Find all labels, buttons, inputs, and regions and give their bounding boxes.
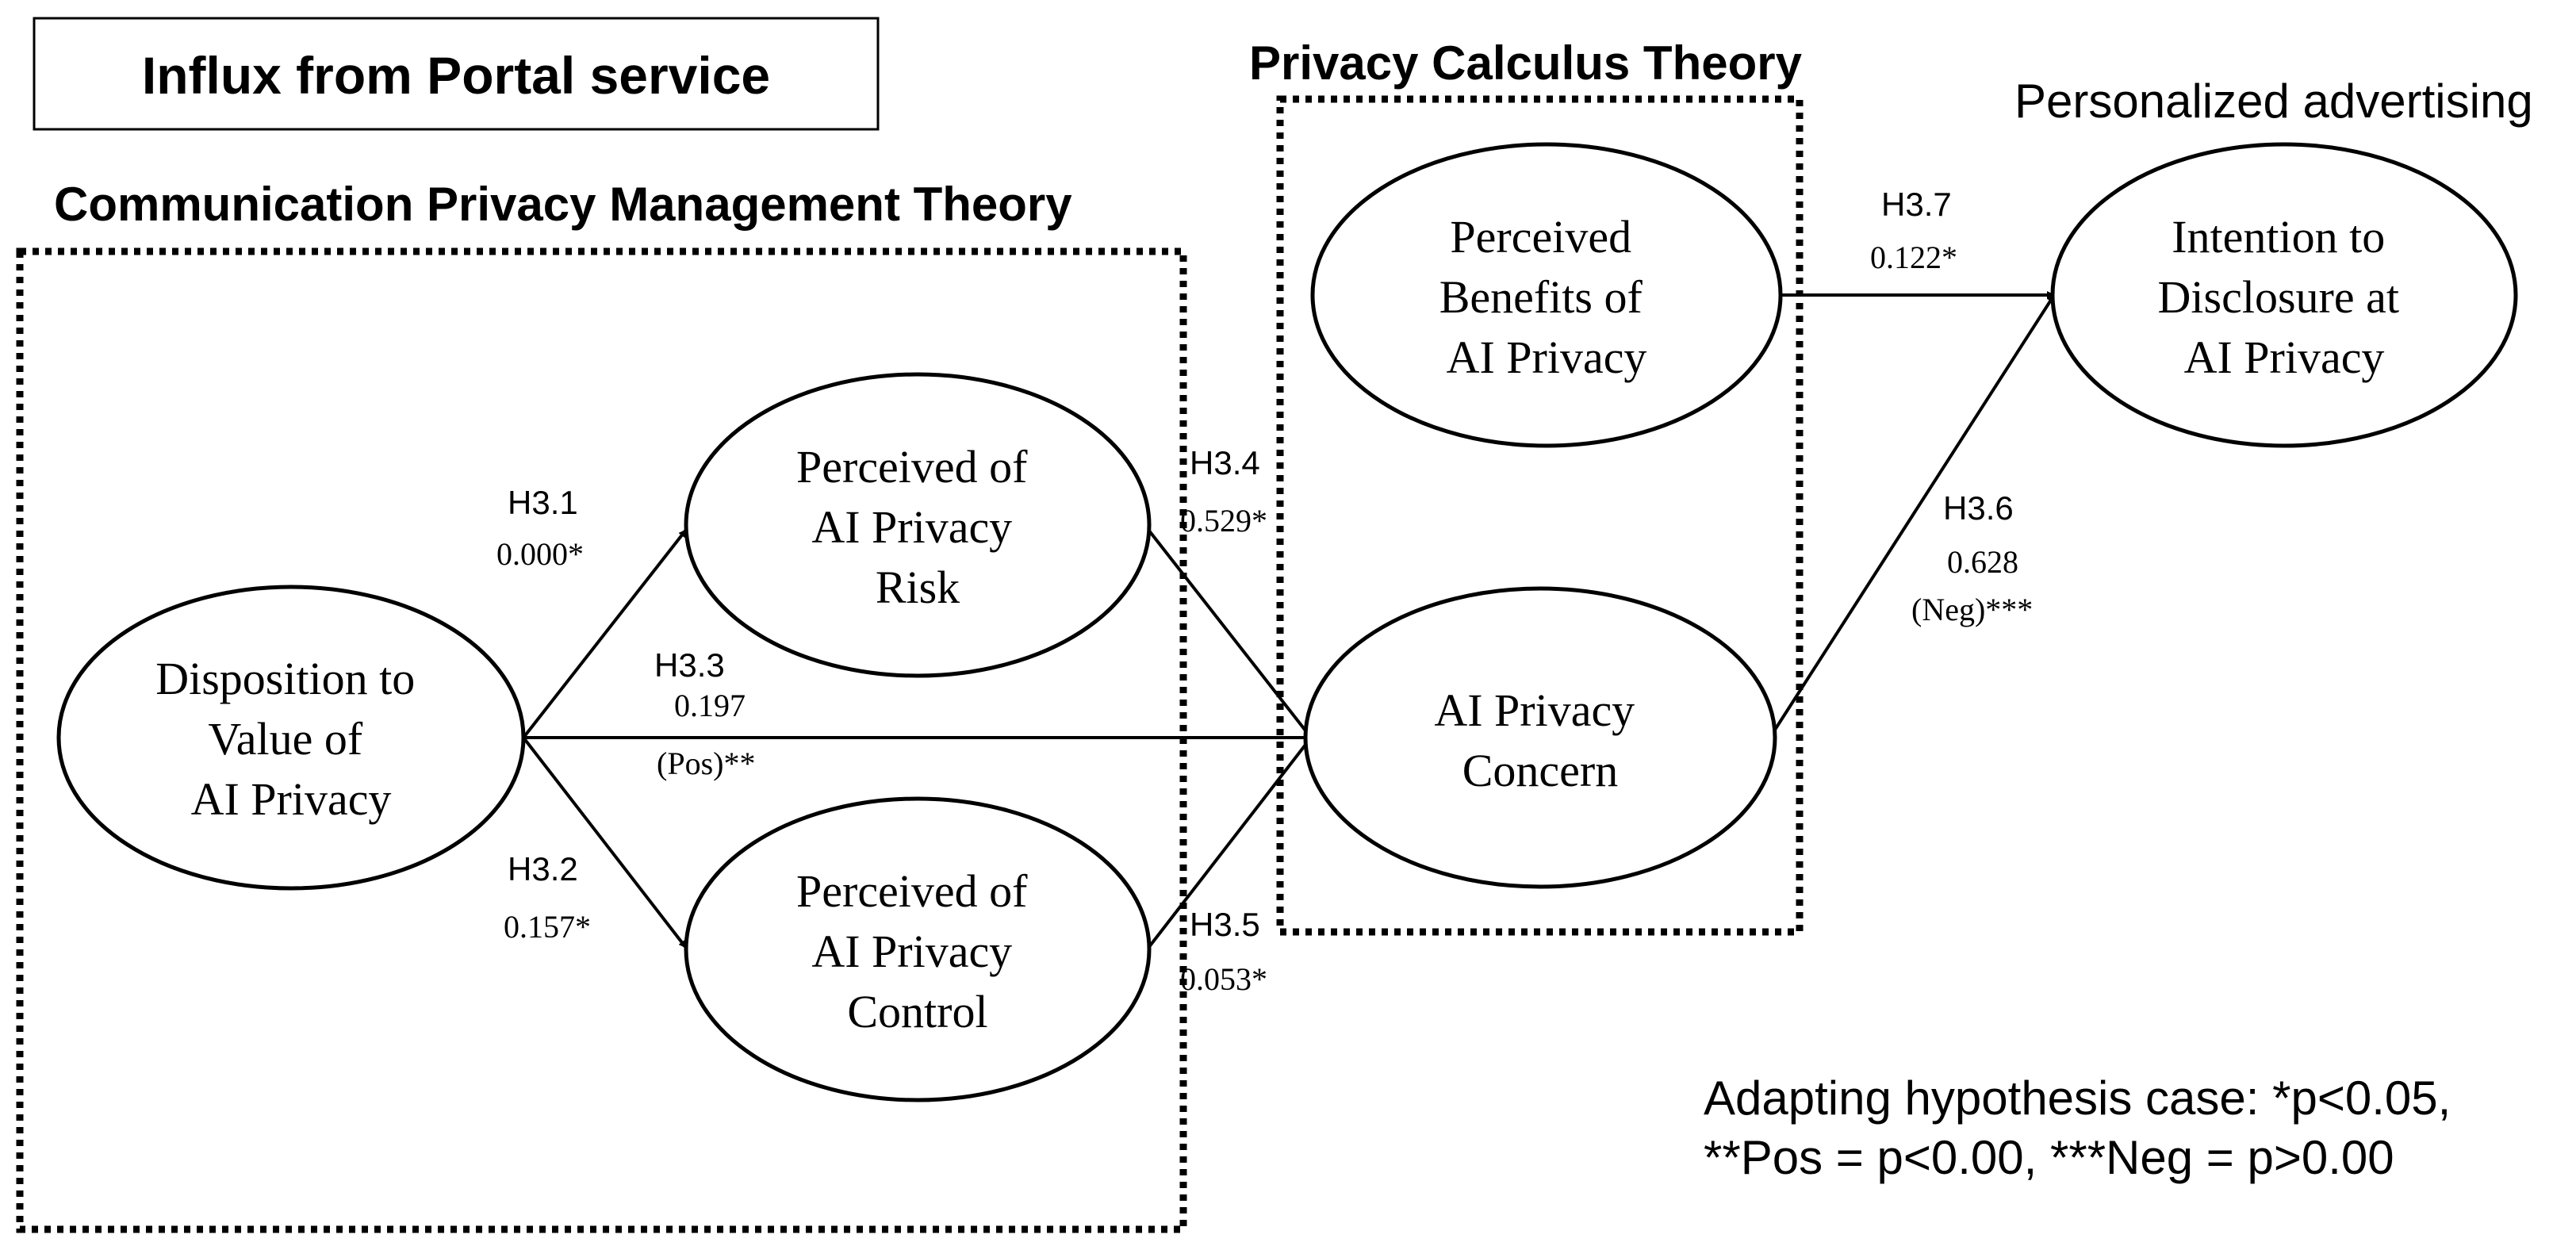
node-concern-line: Concern: [1462, 745, 1619, 796]
node-intention-line: AI Privacy: [2184, 332, 2385, 383]
node-benefits-line: AI Privacy: [1447, 332, 1647, 383]
h36-id: H3.6: [1943, 489, 2014, 527]
cpm-theory-title: Communication Privacy Management Theory: [54, 178, 1072, 231]
h32-value: 0.157*: [504, 909, 591, 945]
outcome-group-label: Personalized advertising: [2014, 75, 2533, 128]
h36-sign: (Neg)***: [1911, 592, 2033, 627]
node-control-line: Perceived of: [796, 865, 1028, 917]
svg-text:Intention to Disclosure: Intention to Disclosure at AI Privacy: [2158, 211, 2411, 383]
h34-value: 0.529*: [1180, 503, 1267, 539]
h33-value: 0.197: [674, 688, 746, 723]
pc-theory-title: Privacy Calculus Theory: [1249, 36, 1803, 90]
node-benefits-line: Perceived: [1450, 211, 1631, 263]
h35-value: 0.053*: [1180, 961, 1267, 997]
edge-h34: [1147, 528, 1313, 739]
node-control-line: Control: [847, 986, 987, 1037]
h33-sign: (Pos)**: [657, 746, 755, 781]
node-intention: Intention to Disclosure at AI Privacy: [2050, 142, 2518, 448]
node-concern: AI Privacy Concern: [1303, 586, 1777, 889]
h36-value: 0.628: [1947, 544, 2018, 580]
h35-id: H3.5: [1190, 906, 1260, 943]
legend-line-1: Adapting hypothesis case: *p<0.05,: [1704, 1072, 2451, 1125]
node-disposition-line: Disposition to: [155, 653, 415, 704]
node-risk: Perceived of AI Privacy Risk: [684, 372, 1152, 678]
node-disposition: Disposition to Value of AI Privacy: [56, 585, 526, 891]
node-disposition-line: Value of: [208, 713, 363, 765]
h31-id: H3.1: [508, 484, 578, 521]
node-intention-line: Disclosure at: [2158, 271, 2399, 323]
h32-id: H3.2: [508, 850, 578, 888]
edge-h35: [1147, 736, 1313, 949]
pc-theory-frame: [1276, 95, 1804, 936]
cpm-theory-frame: [16, 247, 1187, 1233]
node-control: Perceived of AI Privacy Control: [684, 796, 1152, 1102]
svg-text:Perceived of AI Privacy: Perceived of AI Privacy Control: [796, 865, 1039, 1037]
svg-text:Disposition to Value of: Disposition to Value of AI Privacy: [155, 653, 427, 825]
node-disposition-line: AI Privacy: [191, 773, 392, 825]
edge-h36: [1773, 293, 2056, 731]
node-risk-line: AI Privacy: [811, 501, 1012, 553]
edge-h32: [522, 736, 688, 949]
header-box: Influx from Portal service: [33, 17, 880, 131]
h37-value: 0.122*: [1870, 240, 1957, 275]
node-risk-line: Perceived of: [796, 441, 1028, 493]
legend-line-2: **Pos = p<0.00, ***Neg = p>0.00: [1704, 1131, 2394, 1184]
h33-id: H3.3: [654, 646, 725, 684]
node-risk-line: Risk: [876, 562, 960, 613]
h37-id: H3.7: [1881, 186, 1952, 223]
node-control-line: AI Privacy: [811, 926, 1012, 977]
node-benefits: Perceived Benefits of AI Privacy: [1310, 142, 1783, 448]
h34-id: H3.4: [1190, 444, 1260, 481]
node-intention-line: Intention to: [2172, 211, 2385, 263]
svg-text:AI Privacy Concern: AI Privacy Concern: [1434, 684, 1646, 796]
node-concern-line: AI Privacy: [1434, 684, 1635, 736]
h31-value: 0.000*: [496, 536, 584, 572]
svg-text:Perceived Benefits of: Perceived Benefits of AI Privacy: [1439, 211, 1654, 383]
node-benefits-line: Benefits of: [1439, 271, 1643, 323]
edge-h31: [522, 528, 688, 739]
header-title: Influx from Portal service: [142, 46, 770, 105]
svg-text:Perceived of AI Privacy: Perceived of AI Privacy Risk: [796, 441, 1039, 613]
